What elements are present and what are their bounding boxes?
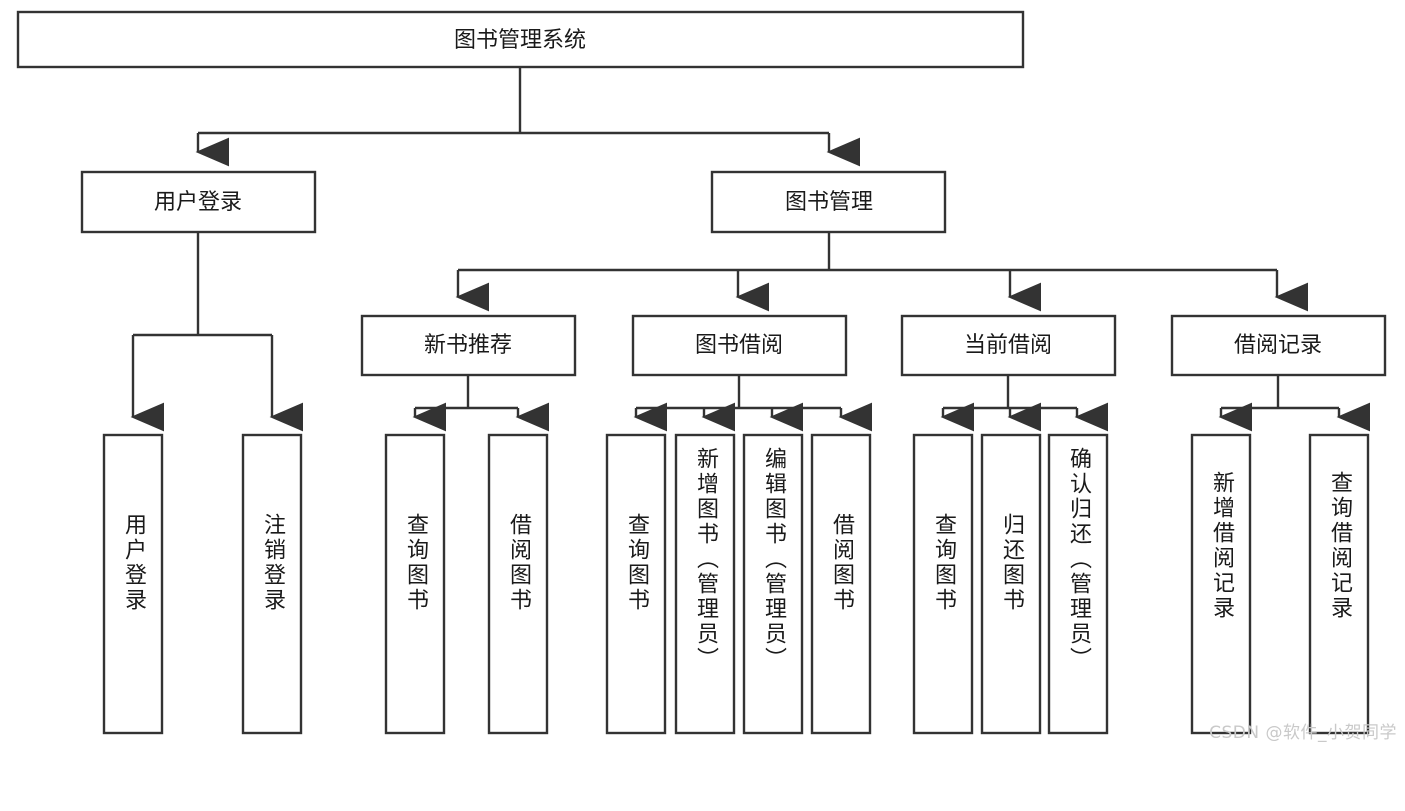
node-current-borrow-label: 当前借阅	[964, 333, 1052, 358]
leaf-box-logout[interactable]	[241, 433, 303, 735]
node-book-management-box[interactable]	[710, 170, 947, 234]
tree-diagram-svg: 图书管理系统 用户登录 图书管理 新书推荐 图书借阅 当前借阅 借阅记录	[16, 10, 1387, 735]
leaf-box-user-login[interactable]	[102, 433, 164, 735]
watermark-text: CSDN @软件_小贺同学	[1209, 723, 1397, 743]
node-borrow-record-box[interactable]	[1170, 314, 1387, 377]
node-root-label: 图书管理系统	[454, 28, 586, 53]
node-user-login-box[interactable]	[80, 170, 317, 234]
node-root-box[interactable]	[16, 10, 1025, 69]
leaf-box-query-book-2[interactable]	[605, 433, 667, 735]
node-book-management-label: 图书管理	[785, 190, 873, 215]
leaf-box-query-borrow-record[interactable]	[1308, 433, 1370, 735]
leaf-box-query-book-1[interactable]	[384, 433, 446, 735]
node-borrow-record-label: 借阅记录	[1234, 333, 1322, 358]
node-current-borrow-box[interactable]	[900, 314, 1117, 377]
diagram-canvas: 图书管理系统 用户登录 图书管理 新书推荐 图书借阅 当前借阅 借阅记录	[16, 10, 1397, 743]
leaf-box-borrow-book-2[interactable]	[810, 433, 872, 735]
leaf-box-confirm-return-admin[interactable]	[1047, 433, 1109, 735]
leaf-box-borrow-book-1[interactable]	[487, 433, 549, 735]
node-new-book-recommend-label: 新书推荐	[424, 333, 512, 358]
node-book-borrow-box[interactable]	[631, 314, 848, 377]
leaf-box-add-book-admin[interactable]	[674, 433, 736, 735]
leaf-box-add-borrow-record[interactable]	[1190, 433, 1252, 735]
leaf-box-query-book-3[interactable]	[912, 433, 974, 735]
leaf-box-edit-book-admin[interactable]	[742, 433, 804, 735]
node-user-login-label: 用户登录	[154, 190, 242, 215]
node-new-book-recommend-box[interactable]	[360, 314, 577, 377]
leaf-box-return-book[interactable]	[980, 433, 1042, 735]
node-book-borrow-label: 图书借阅	[695, 333, 783, 358]
